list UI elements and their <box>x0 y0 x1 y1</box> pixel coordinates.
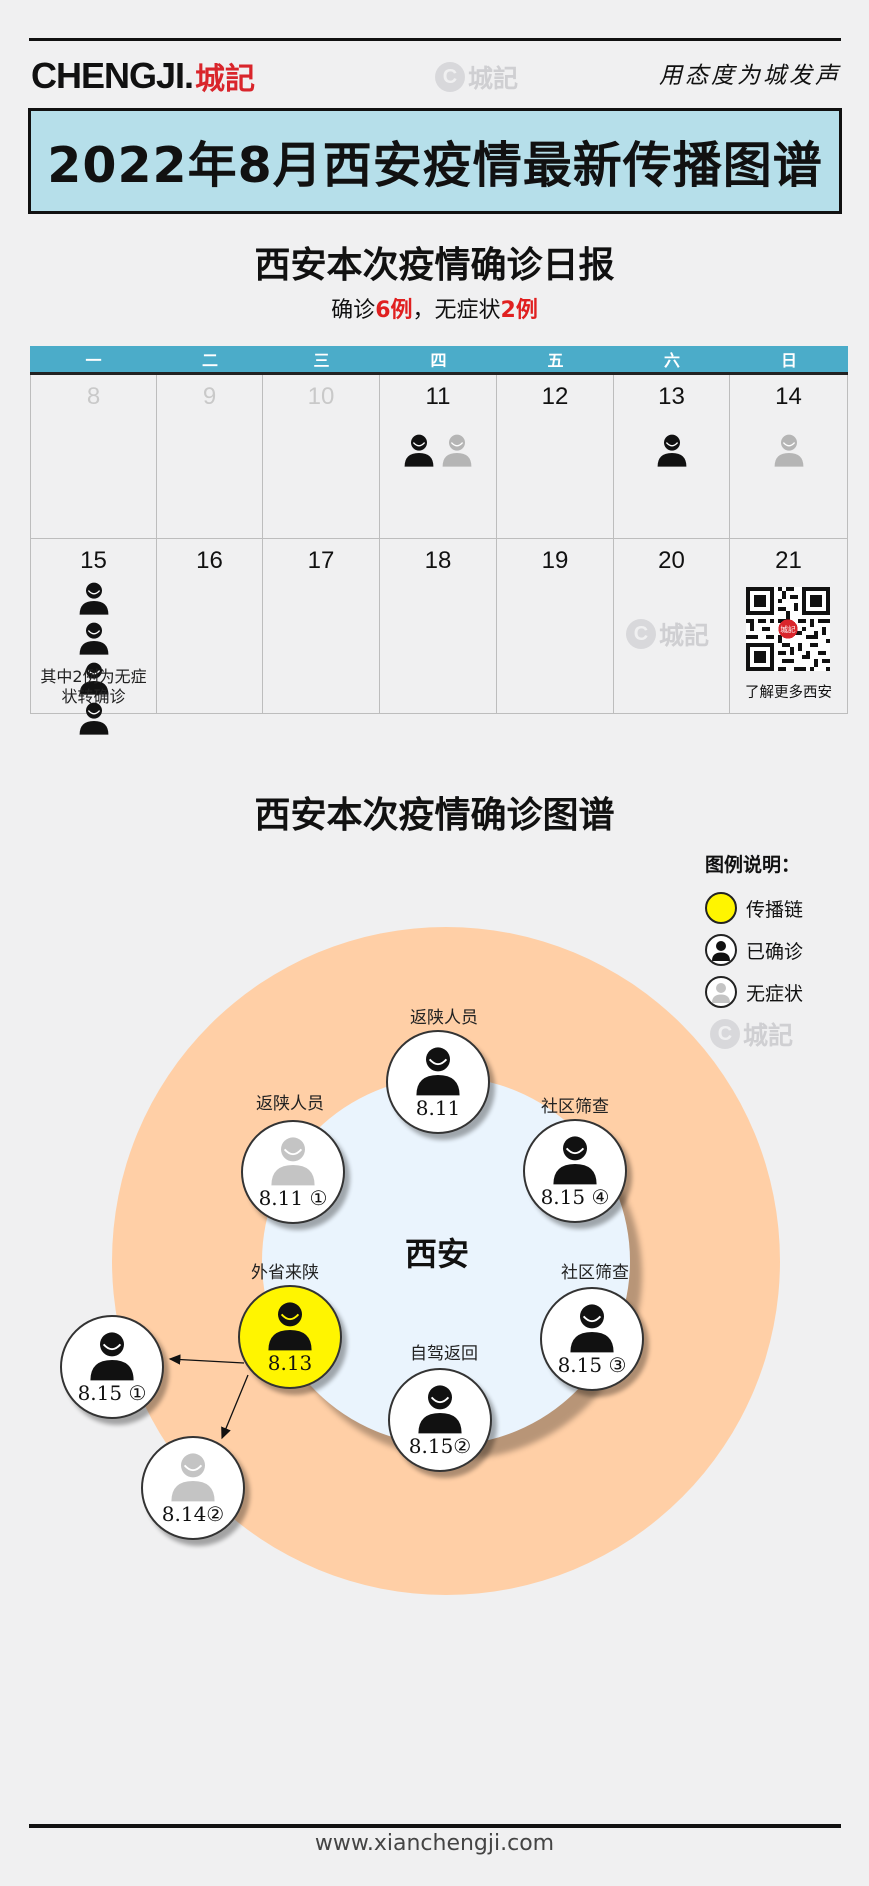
calendar-day-17: 17 <box>263 539 380 713</box>
calendar-day-11: 11 <box>380 375 497 538</box>
person-confirmed-icon <box>90 1332 134 1381</box>
person-asymptomatic-icon <box>712 983 730 1003</box>
confirmed-swatch <box>705 934 737 966</box>
calendar-day-9: 9 <box>157 375 263 538</box>
bottom-rule <box>29 1824 841 1828</box>
case-node-8-15-1: 8.15 ① <box>60 1315 164 1419</box>
day-15-note: 其中2例为无症状转确诊 <box>40 667 147 706</box>
person-confirmed-icon <box>79 582 108 615</box>
calendar-day-13: 13 <box>614 375 730 538</box>
legend: 图例说明： 传播链 已确诊 无症状 <box>705 850 845 1013</box>
asymptomatic-swatch <box>705 976 737 1008</box>
footer-url[interactable]: www.xianchengji.com <box>314 1831 555 1856</box>
asymptomatic-count: 2例 <box>500 298 538 323</box>
node-label-self-drive: 自驾返回 <box>410 1344 478 1364</box>
node-label-community-4: 社区筛查 <box>541 1097 609 1117</box>
confirmed-count: 6例 <box>375 298 413 323</box>
case-node-8-13-chain: 8.13 <box>238 1285 342 1389</box>
calendar-day-12: 12 <box>497 375 614 538</box>
qr-badge: 城記 <box>780 624 796 634</box>
calendar-day-16: 16 <box>157 539 263 713</box>
legend-item-asymptomatic: 无症状 <box>705 971 845 1013</box>
diagram-heading: 西安本次疫情确诊图谱 <box>254 794 615 836</box>
person-confirmed-icon <box>570 1304 614 1353</box>
watermark-legend: C 城記 <box>710 1016 793 1052</box>
person-confirmed-icon <box>657 434 686 467</box>
watermark-c-icon: C <box>626 619 656 649</box>
person-asymptomatic-icon <box>271 1137 315 1186</box>
logo-cn: 城記 <box>195 62 256 97</box>
watermark-c-icon: C <box>435 62 465 92</box>
legend-item-confirmed: 已确诊 <box>705 929 845 971</box>
weekday-wed: 三 <box>313 351 330 370</box>
qr-code-icon[interactable]: 城記 <box>746 587 830 671</box>
person-confirmed-icon <box>418 1385 462 1434</box>
case-node-8-11-1: 8.11 ① <box>241 1120 345 1224</box>
legend-item-chain: 传播链 <box>705 887 845 929</box>
case-node-8-15-3: 8.15 ③ <box>540 1287 644 1391</box>
person-asymptomatic-icon <box>171 1453 215 1502</box>
case-node-8-15-2: 8.15② <box>388 1368 492 1472</box>
person-confirmed-icon <box>404 434 434 467</box>
weekday-sun: 日 <box>780 351 797 370</box>
person-confirmed-icon <box>79 702 108 735</box>
person-asymptomatic-icon <box>442 434 472 467</box>
calendar-week-2: 15 其中2例为无症状转确诊 16 17 18 19 20 C 城記 <box>30 539 848 735</box>
qr-caption: 了解更多西安 <box>745 685 832 701</box>
calendar-day-10: 10 <box>263 375 380 538</box>
weekday-fri: 五 <box>547 351 564 370</box>
node-label-out-of-province: 外省来陕 <box>251 1263 319 1283</box>
chengji-logo: CHENGJI. 城記 <box>31 55 256 97</box>
weekday-thu: 四 <box>430 351 447 370</box>
center-label-xian: 西安 <box>404 1235 469 1273</box>
person-confirmed-icon <box>79 622 108 655</box>
node-label-community-3: 社区筛查 <box>561 1263 629 1283</box>
node-label-return-2: 返陕人员 <box>256 1094 324 1114</box>
watermark-c-icon: C <box>710 1019 740 1049</box>
person-asymptomatic-icon <box>774 434 803 467</box>
node-label-return-1: 返陕人员 <box>410 1008 478 1028</box>
person-confirmed-icon <box>268 1302 312 1351</box>
case-node-8-11: 8.11 <box>386 1030 490 1134</box>
case-node-8-14-2: 8.14② <box>141 1436 245 1540</box>
watermark-header: C 城記 <box>435 59 518 95</box>
calendar-day-20: 20 C 城記 <box>614 539 730 713</box>
chain-swatch <box>705 892 737 924</box>
weekday-sat: 六 <box>663 351 680 370</box>
person-confirmed-icon <box>79 662 108 695</box>
calendar-day-18: 18 <box>380 539 497 713</box>
legend-title: 图例说明： <box>705 854 801 876</box>
weekday-tue: 二 <box>201 351 218 370</box>
calendar-day-21: 21 城記 了解更多西安 <box>730 539 848 713</box>
watermark-calendar: C 城記 <box>626 616 709 652</box>
logo-en: CHENGJI. <box>31 55 194 96</box>
top-rule <box>29 38 841 41</box>
case-node-8-15-4: 8.15 ④ <box>523 1119 627 1223</box>
calendar-week-1: 8 9 10 11 12 13 14 <box>30 375 848 539</box>
daily-summary: 确诊6例，无症状2例 <box>331 298 538 323</box>
person-confirmed-icon <box>553 1136 597 1185</box>
title-banner: 2022年8月西安疫情最新传播图谱 <box>28 108 842 214</box>
calendar-day-15: 15 其中2例为无症状转确诊 <box>30 539 157 735</box>
calendar: 一 二 三 四 五 六 日 8 9 10 11 12 13 <box>30 346 848 735</box>
calendar-day-19: 19 <box>497 539 614 713</box>
daily-report-heading: 西安本次疫情确诊日报 <box>254 244 615 286</box>
page-title: 2022年8月西安疫情最新传播图谱 <box>47 136 823 194</box>
weekday-mon: 一 <box>85 351 102 370</box>
calendar-day-14: 14 <box>730 375 848 538</box>
person-confirmed-icon <box>416 1047 460 1096</box>
calendar-day-8: 8 <box>30 375 157 538</box>
calendar-header: 一 二 三 四 五 六 日 <box>30 346 848 375</box>
person-confirmed-icon <box>712 941 730 961</box>
slogan: 用态度为城发声 <box>659 63 841 89</box>
